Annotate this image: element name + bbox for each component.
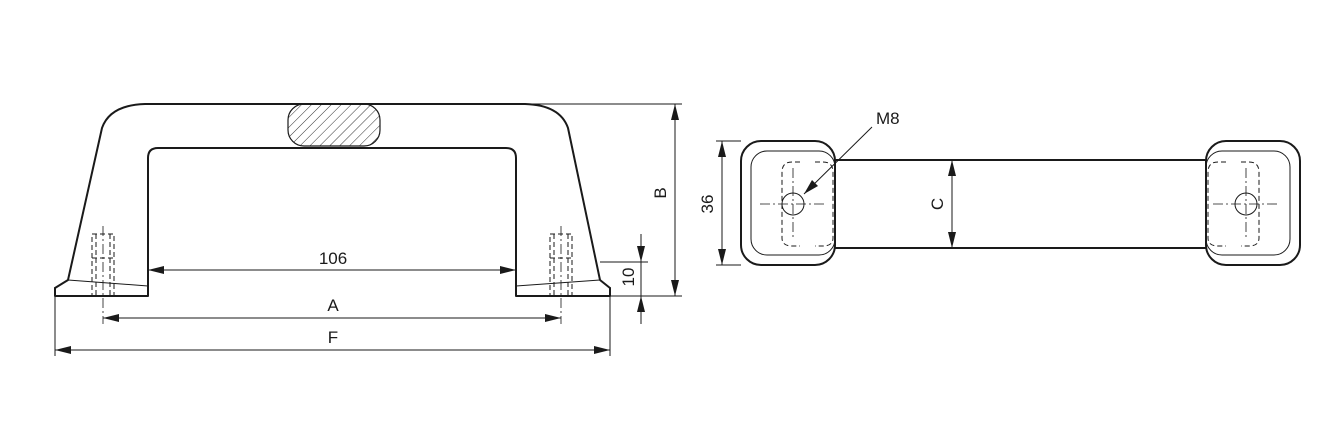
label-36: 36: [698, 195, 717, 214]
label-M8: M8: [876, 109, 900, 128]
dimension-hole-spacing: A: [103, 296, 561, 322]
label-B: B: [651, 187, 670, 198]
front-view: 106 A F B: [54, 103, 682, 356]
thread-callout: M8: [803, 109, 900, 195]
label-F: F: [328, 328, 338, 347]
label-106: 106: [319, 249, 347, 268]
dimension-overall-length: F: [54, 296, 611, 356]
top-view: M8 36 C: [698, 109, 1301, 266]
end-pad-right: [1205, 140, 1301, 266]
label-10: 10: [619, 268, 638, 287]
dimension-foot-height: 10: [600, 234, 648, 324]
threaded-insert-right: [549, 226, 573, 324]
threaded-insert-left: [91, 226, 115, 324]
label-C: C: [928, 198, 947, 210]
dimension-inner-span: 106: [148, 249, 516, 274]
dimension-height: B: [525, 103, 682, 297]
cross-section-hatch: [287, 103, 381, 147]
foot-detail-right: [515, 279, 601, 287]
handle-inner-outline: [147, 147, 517, 271]
end-pad-left: [740, 140, 836, 266]
dimension-grip-width: C: [928, 160, 956, 248]
handle-base: [54, 269, 611, 297]
label-A: A: [327, 296, 339, 315]
dimension-width: 36: [698, 140, 741, 266]
foot-detail-left: [67, 279, 149, 287]
